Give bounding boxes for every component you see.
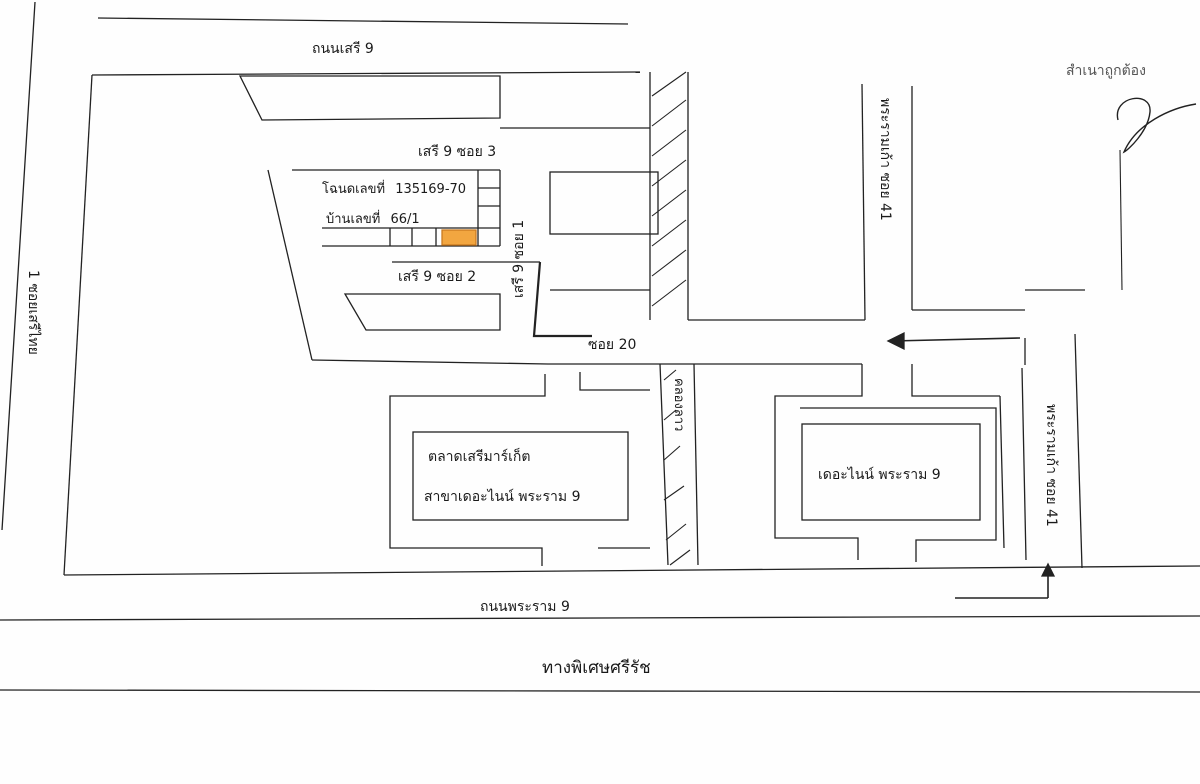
the-nine-lot-right <box>911 364 1000 397</box>
building-block-lower <box>343 293 501 331</box>
road-label-seri9-soi3: เสรี 9 ซอย 3 <box>418 144 497 160</box>
road-label-rama9: ถนนพระราม 9 <box>480 599 570 615</box>
right-road-line <box>1074 333 1083 569</box>
soi20-top-left-line <box>311 359 549 365</box>
soi41-left-line <box>861 83 866 321</box>
up-arrow-head <box>1040 562 1056 577</box>
market-building <box>412 431 629 521</box>
signature-mark <box>1116 97 1197 154</box>
deed-label-text: โฉนดเลขที่ <box>322 182 386 197</box>
left-edge-line <box>1 1 36 531</box>
road-label-expressway: ทางพิเศษศรีรัช <box>542 658 651 678</box>
rama9-road-top-line <box>63 565 1200 576</box>
the-nine-building <box>801 423 981 521</box>
seri9-road-lower-line <box>91 71 641 76</box>
canal-lower-right-bank <box>693 363 699 566</box>
canal-lower-left-bank <box>659 363 669 566</box>
market-name-line1: ตลาดเสรีมาร์เก็ต <box>428 449 531 465</box>
road-label-seri9-soi1: เสรี 9 ซอย 1 <box>511 219 527 298</box>
left-inner-road-line <box>63 74 93 576</box>
house-number: 66/1 <box>390 212 420 227</box>
rama9-road-bottom-line <box>0 615 1200 621</box>
subject-parcel <box>441 229 477 246</box>
stamp-line <box>1119 149 1123 291</box>
deed-label: โฉนดเลขที่ 135169-70 <box>322 178 466 199</box>
road-label-rama9-soi41-bottom: พระรามเก้า ซอย 41 <box>1043 404 1059 527</box>
the-nine-name: เดอะไนน์ พระราม 9 <box>818 467 941 483</box>
the-nine-inner-outline <box>800 407 997 562</box>
road-label-soi20: ซอย 20 <box>588 337 637 353</box>
market-lot-right <box>579 372 650 391</box>
the-nine-lot-outline <box>774 364 863 560</box>
route-line <box>532 261 592 338</box>
building-block-top <box>238 75 501 121</box>
canal-hatching <box>651 71 691 566</box>
direction-arrow-shaft <box>891 337 1021 342</box>
road-label-left: 1 ซอยเสรีไทย <box>25 270 41 355</box>
deed-number: 135169-70 <box>395 182 467 197</box>
stamp-copy-text: สำเนาถูกต้อง <box>1066 63 1146 79</box>
central-building <box>549 171 659 235</box>
road-label-rama9-soi41-top: พระรามเก้า ซอย 41 <box>877 98 893 221</box>
soi41-lower-left-line <box>1021 367 1027 561</box>
market-name-line2: สาขาเดอะไนน์ พระราม 9 <box>424 489 581 505</box>
road-label-seri9-soi2: เสรี 9 ซอย 2 <box>398 269 477 285</box>
house-label: บ้านเลขที่ 66/1 <box>326 208 420 229</box>
canal-label: คลองลาว <box>671 378 686 432</box>
house-label-text: บ้านเลขที่ <box>326 212 381 227</box>
top-road-line <box>97 17 629 25</box>
diagonal-road-line <box>267 169 313 361</box>
soi41-lower-inner-line <box>999 395 1005 549</box>
expressway-bottom-line <box>0 689 1200 693</box>
market-lot-outline <box>389 374 546 566</box>
road-label-seri9: ถนนเสรี 9 <box>312 41 374 57</box>
direction-arrow-head <box>886 331 905 351</box>
